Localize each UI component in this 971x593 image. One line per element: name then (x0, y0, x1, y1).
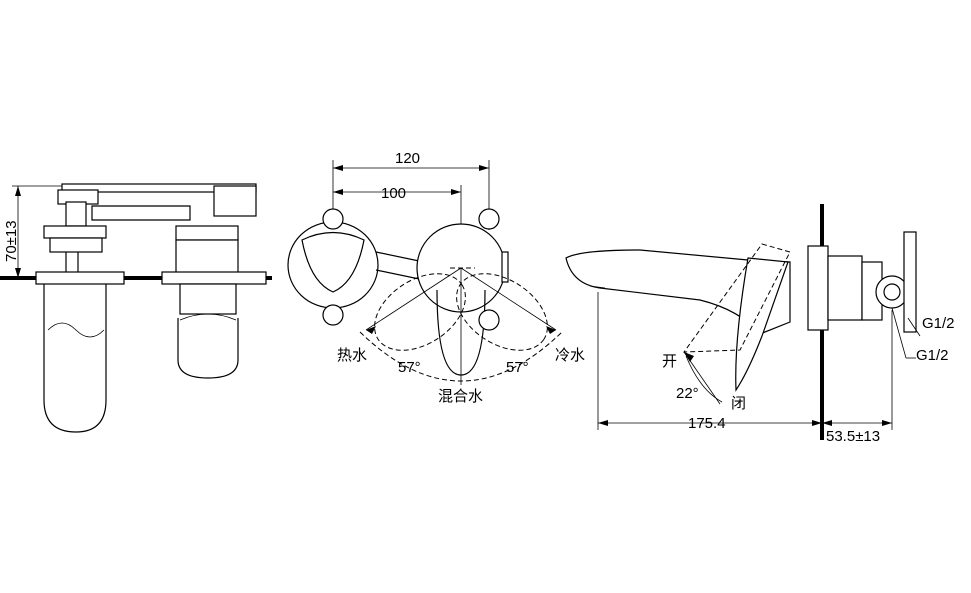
side-view: 开 22° 闭 G1/2 G1/2 175.4 53.5±13 (565, 204, 955, 445)
height-dimension: 70±13 (3, 185, 70, 278)
dim-100-label: 100 (381, 185, 406, 202)
dimension-120: 120 (332, 150, 490, 230)
dim-120-label: 120 (395, 150, 420, 167)
spout-length-label: 175.4 (688, 415, 726, 432)
angle-right-label: 57° (506, 359, 529, 376)
thread-lower-label: G1/2 (916, 347, 949, 364)
top-view: 120 100 热水 冷水 57° (287, 150, 585, 405)
dimension-53-5: 53.5±13 (822, 310, 893, 445)
front-view: 70±13 (0, 183, 272, 433)
lever-handle-side (735, 257, 789, 392)
hot-water-label: 热水 (337, 347, 367, 364)
cold-water-label: 冷水 (555, 347, 585, 364)
height-dim-label: 70±13 (3, 220, 20, 262)
close-label: 闭 (731, 395, 746, 412)
dimension-100: 100 (333, 185, 462, 230)
open-label: 开 (662, 353, 677, 370)
tilt-angle-label: 22° (676, 385, 699, 402)
spout-top-oval (287, 221, 379, 309)
left-drop-pipe (43, 284, 107, 433)
thread-upper-label: G1/2 (922, 315, 955, 332)
mixed-water-label: 混合水 (438, 388, 483, 405)
depth-dim-label: 53.5±13 (826, 428, 880, 445)
angle-left-label: 57° (398, 359, 421, 376)
right-drop-pipe (177, 318, 239, 379)
dimension-175-4: 175.4 (597, 292, 822, 432)
